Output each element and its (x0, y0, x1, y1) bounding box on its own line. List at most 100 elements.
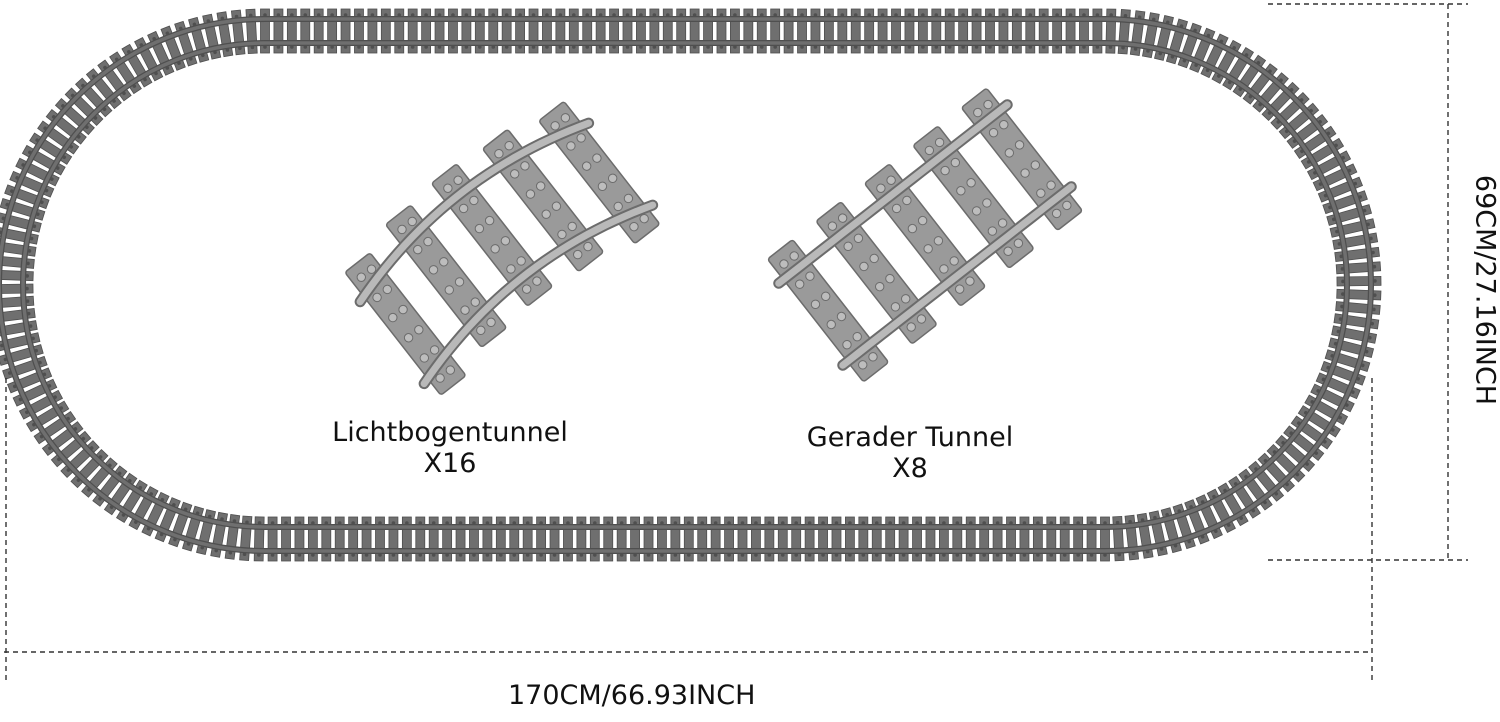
track-tie (1033, 517, 1042, 561)
track-tie (771, 9, 780, 53)
track-tie (402, 517, 411, 561)
track-tie (1007, 517, 1016, 561)
track-tie (556, 9, 565, 53)
track-tie (240, 516, 252, 561)
track-tie (435, 9, 444, 53)
track-tie (959, 9, 968, 53)
track-tie (529, 9, 538, 53)
track-tie (999, 9, 1008, 53)
track-tie (945, 9, 954, 53)
track-tie (362, 517, 371, 561)
width-dimension-label: 170CM/66.93INCH (508, 680, 755, 711)
track-tie (892, 9, 901, 53)
track-tie (489, 9, 498, 53)
track-tie (308, 517, 317, 561)
track-tie (295, 517, 304, 561)
track-tie (1093, 9, 1102, 53)
track-tie (1337, 289, 1381, 300)
rail-outline (0, 19, 1371, 551)
track-rails (0, 19, 1371, 551)
track-tie (0, 296, 34, 308)
track-tie (1020, 517, 1029, 561)
track-tie (483, 517, 492, 561)
track-tie (1087, 517, 1096, 561)
track-tie (301, 9, 310, 53)
straight-piece-name: Gerader Tunnel (760, 422, 1060, 453)
track-tie (1336, 302, 1381, 315)
track-tie (677, 9, 686, 53)
curved-piece-label: Lichtbogentunnel X16 (300, 417, 600, 479)
track-tie (462, 9, 471, 53)
track-tie (730, 9, 739, 53)
track-tie (287, 9, 296, 53)
tie-body (0, 308, 35, 322)
track-tie (537, 517, 546, 561)
track-tie (341, 9, 350, 53)
straight-piece-label: Gerader Tunnel X8 (760, 422, 1060, 484)
track-tie (1336, 262, 1381, 274)
track-tie (510, 517, 519, 561)
track-tie (1125, 515, 1139, 560)
track-tie (671, 517, 680, 561)
track-tie (744, 9, 753, 53)
track-tie (805, 517, 814, 561)
track-tie (905, 9, 914, 53)
track-tie (784, 9, 793, 53)
track-tie (698, 517, 707, 561)
track-tie (502, 9, 511, 53)
track-tie (0, 270, 33, 281)
track-tie (623, 9, 632, 53)
track-tie (684, 517, 693, 561)
track-tie (1066, 9, 1075, 53)
track-tie (913, 517, 922, 561)
track-tie (851, 9, 860, 53)
track-tie (1118, 9, 1130, 54)
track-tie (1026, 9, 1035, 53)
track-tie (617, 517, 626, 561)
track-tie (878, 9, 887, 53)
track-tie (523, 517, 532, 561)
track-tie (254, 517, 264, 561)
track-tie (972, 9, 981, 53)
track-tie (314, 9, 323, 53)
track-tie (569, 9, 578, 53)
track-tie (953, 517, 962, 561)
track-tie (865, 9, 874, 53)
track-tie (381, 9, 390, 53)
track-tie (636, 9, 645, 53)
track-piece (763, 84, 1088, 385)
track-tie (322, 517, 331, 561)
track-tie (563, 517, 572, 561)
track-tie (1053, 9, 1062, 53)
rail (0, 19, 1371, 551)
track-tie (859, 517, 868, 561)
curved-piece-count: X16 (300, 448, 600, 479)
track-tie (1039, 9, 1048, 53)
track-tie (663, 9, 672, 53)
track-tie (395, 9, 404, 53)
track-tie (604, 517, 613, 561)
track-tie (819, 517, 828, 561)
track-tie (335, 517, 344, 561)
track-tie (657, 517, 666, 561)
track-tie (268, 517, 277, 561)
track-tie (590, 517, 599, 561)
track-tie (650, 9, 659, 53)
track-tie (993, 517, 1002, 561)
straight-track-piece-image (763, 84, 1088, 385)
track-tie (1079, 9, 1088, 53)
track-tie (798, 9, 807, 53)
track-tie (469, 517, 478, 561)
track-tie (986, 9, 995, 53)
track-ties (0, 9, 1381, 561)
track-tie (231, 10, 245, 55)
track-tie (443, 517, 452, 561)
track-tie (1047, 517, 1056, 561)
track-tie (778, 517, 787, 561)
track-tie (824, 9, 833, 53)
track-tie (717, 9, 726, 53)
track-tie (765, 517, 774, 561)
track-tie (429, 517, 438, 561)
